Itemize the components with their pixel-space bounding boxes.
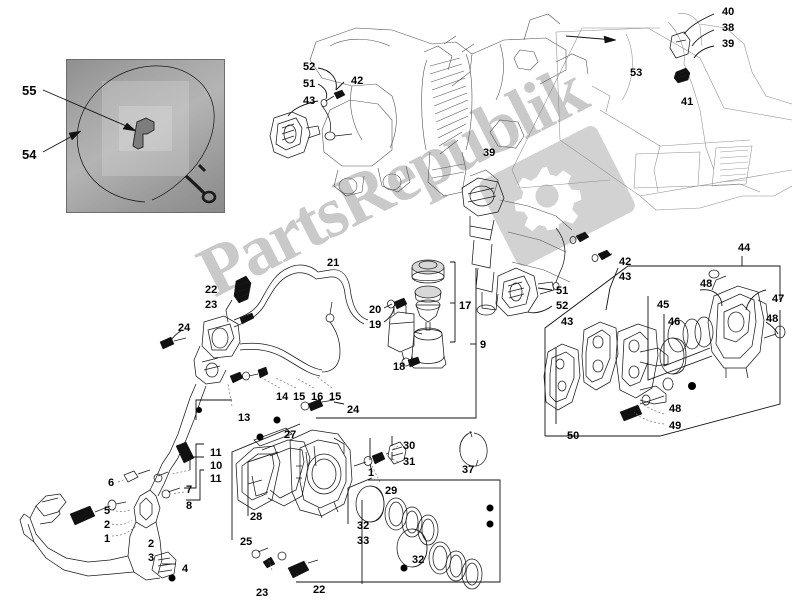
brake-pedal-and-lines xyxy=(160,260,476,463)
part-callout-24: 24 xyxy=(178,322,191,334)
part-callout-40: 40 xyxy=(722,6,735,18)
part-callout-49: 49 xyxy=(669,420,682,432)
part-callout-48: 48 xyxy=(766,313,779,325)
part-callout-24: 24 xyxy=(347,404,360,416)
part-callout-28: 28 xyxy=(250,511,263,523)
swingarm-shock-assembly xyxy=(310,14,588,196)
photo-hose-art xyxy=(43,66,215,202)
part-callout-32: 32 xyxy=(412,554,425,566)
part-callout-48: 48 xyxy=(700,278,713,290)
part-callout-20: 20 xyxy=(369,304,382,316)
part-callout-21: 21 xyxy=(327,257,340,269)
part-callout-52: 52 xyxy=(556,300,569,312)
part-callout-51: 51 xyxy=(303,78,316,90)
part-callout-47: 47 xyxy=(772,293,785,305)
vehicle-body-outline xyxy=(512,14,792,211)
part-callout-43: 43 xyxy=(619,271,632,283)
part-callout-11: 11 xyxy=(210,473,222,485)
part-callout-22: 22 xyxy=(205,284,218,296)
part-callout-14: 14 xyxy=(276,391,289,403)
part-callout-25: 25 xyxy=(240,536,253,548)
front-brake-caliper-top xyxy=(270,68,352,158)
part-callout-11: 11 xyxy=(210,447,222,459)
part-callout-38: 38 xyxy=(722,22,735,34)
part-callout-15: 15 xyxy=(293,391,306,403)
part-callout-30: 30 xyxy=(403,440,416,452)
front-caliper-exploded xyxy=(232,416,500,590)
part-callout-15: 15 xyxy=(329,391,342,403)
part-callout-53: 53 xyxy=(630,67,643,79)
part-callout-7: 7 xyxy=(186,484,193,496)
rear-master-cylinder-cluster xyxy=(462,178,618,316)
part-callout-48: 48 xyxy=(669,403,682,415)
part-callout-6: 6 xyxy=(108,477,115,489)
part-callout-44: 44 xyxy=(738,242,751,254)
part-callout-1: 1 xyxy=(104,533,111,545)
part-callout-43: 43 xyxy=(303,95,316,107)
part-callout-2: 2 xyxy=(104,519,111,531)
pedal-arm-assembly xyxy=(20,444,204,582)
part-callout-39: 39 xyxy=(722,38,735,50)
part-callout-23: 23 xyxy=(205,299,218,311)
part-callout-9: 9 xyxy=(480,339,487,351)
part-callout-46: 46 xyxy=(668,316,681,328)
part-callout-51: 51 xyxy=(556,285,569,297)
part-callout-16: 16 xyxy=(311,391,324,403)
part-callout-27: 27 xyxy=(284,429,297,441)
part-callout-29: 29 xyxy=(385,485,398,497)
part-callout-4: 4 xyxy=(182,563,189,575)
rear-caliper-exploded xyxy=(544,256,785,436)
part-callout-54: 54 xyxy=(22,147,37,162)
part-callout-22: 22 xyxy=(313,584,326,596)
part-callout-10: 10 xyxy=(210,460,223,472)
part-callout-39: 39 xyxy=(483,147,496,159)
part-callout-23: 23 xyxy=(256,587,269,599)
part-callout-52: 52 xyxy=(303,61,316,73)
part-callout-55: 55 xyxy=(22,83,37,98)
part-callout-32: 32 xyxy=(357,520,370,532)
part-callout-19: 19 xyxy=(369,319,382,331)
part-callout-13: 13 xyxy=(238,412,251,424)
part-callout-2: 2 xyxy=(148,538,155,550)
part-callout-31: 31 xyxy=(403,456,416,468)
part-callout-5: 5 xyxy=(104,505,111,517)
part-callout-43: 43 xyxy=(561,316,574,328)
part-callout-45: 45 xyxy=(657,299,670,311)
part-callout-42: 42 xyxy=(619,256,632,268)
part-callout-3: 3 xyxy=(148,552,155,564)
part-callout-8: 8 xyxy=(186,500,193,512)
part-callout-41: 41 xyxy=(681,96,694,108)
part-callout-42: 42 xyxy=(351,75,364,87)
reservoir-stack xyxy=(410,260,446,368)
part-callout-37: 37 xyxy=(462,464,475,476)
part-callout-33: 33 xyxy=(357,535,370,547)
part-callout-18: 18 xyxy=(393,361,406,373)
brake-hose-photo xyxy=(66,59,225,213)
part-callout-1: 1 xyxy=(368,467,375,479)
part-callout-50: 50 xyxy=(567,430,580,442)
part-callout-17: 17 xyxy=(459,300,472,312)
